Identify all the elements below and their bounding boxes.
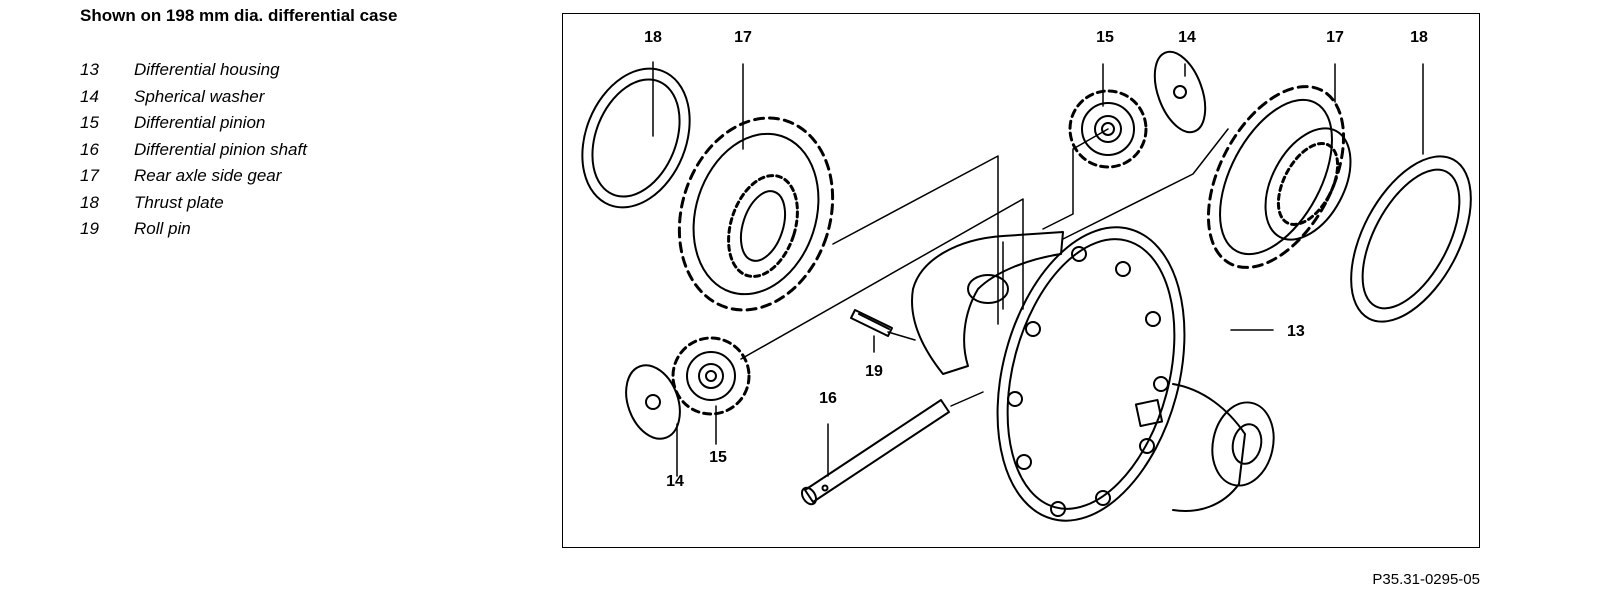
legend-number: 16 bbox=[80, 139, 99, 159]
legend-label: Differential pinion bbox=[134, 113, 266, 132]
exploded-view-drawing: 18 17 15 14 17 18 13 19 16 15 14 bbox=[581, 29, 1472, 522]
legend-item: 18 Thrust plate bbox=[80, 193, 307, 220]
legend-label: Rear axle side gear bbox=[134, 166, 282, 185]
spherical-washer-top bbox=[1153, 50, 1207, 134]
callout-side-gear-left: 17 bbox=[734, 29, 752, 46]
legend-item: 16 Differential pinion shaft bbox=[80, 140, 307, 167]
legend-item: 14 Spherical washer bbox=[80, 87, 307, 114]
side-gear-left bbox=[677, 116, 835, 312]
legend-label: Thrust plate bbox=[134, 192, 224, 212]
legend-number: 19 bbox=[80, 219, 99, 238]
roll-pin bbox=[850, 309, 893, 337]
legend-label: Differential pinion shaft bbox=[134, 139, 307, 159]
diagram-title: Shown on 198 mm dia. differential case bbox=[80, 6, 398, 25]
callout-washer-bottom: 14 bbox=[666, 473, 684, 490]
callout-thrust-plate-left: 18 bbox=[644, 29, 662, 46]
thrust-plate-left bbox=[581, 67, 691, 209]
legend-item: 15 Differential pinion bbox=[80, 113, 307, 140]
legend-label: Differential housing bbox=[134, 60, 280, 79]
pinion-bottom bbox=[671, 336, 751, 416]
spherical-washer-bottom bbox=[625, 364, 681, 440]
figure-reference: P35.31-0295-05 bbox=[1372, 571, 1480, 588]
callout-thrust-plate-right: 18 bbox=[1410, 29, 1428, 46]
callout-pinion-top: 15 bbox=[1096, 29, 1114, 46]
legend-item: 13 Differential housing bbox=[80, 60, 307, 87]
callout-pinion-shaft: 16 bbox=[819, 390, 837, 407]
legend-label: Spherical washer bbox=[134, 86, 265, 106]
exploded-view-frame: 18 17 15 14 17 18 13 19 16 15 14 bbox=[562, 13, 1480, 548]
callout-washer-top: 14 bbox=[1178, 29, 1196, 46]
legend-number: 13 bbox=[80, 60, 99, 79]
legend-number: 15 bbox=[80, 113, 99, 132]
callout-housing: 13 bbox=[1287, 323, 1305, 340]
leader-lines bbox=[652, 61, 1424, 477]
legend-label: Roll pin bbox=[134, 219, 191, 238]
pinion-shaft bbox=[800, 399, 950, 506]
differential-housing bbox=[911, 226, 1275, 522]
thrust-plate-right bbox=[1350, 155, 1472, 323]
parts-legend: 13 Differential housing 14 Spherical washe… bbox=[80, 60, 307, 246]
legend-number: 17 bbox=[80, 166, 99, 185]
pinion-top bbox=[1068, 89, 1148, 169]
side-gear-right bbox=[1206, 85, 1352, 269]
legend-item: 17 Rear axle side gear bbox=[80, 166, 307, 193]
legend-item: 19 Roll pin bbox=[80, 219, 307, 246]
legend-number: 14 bbox=[80, 86, 99, 106]
callout-roll-pin: 19 bbox=[865, 363, 883, 380]
legend-number: 18 bbox=[80, 192, 99, 212]
callout-pinion-bottom: 15 bbox=[709, 449, 727, 466]
callout-side-gear-right: 17 bbox=[1326, 29, 1344, 46]
